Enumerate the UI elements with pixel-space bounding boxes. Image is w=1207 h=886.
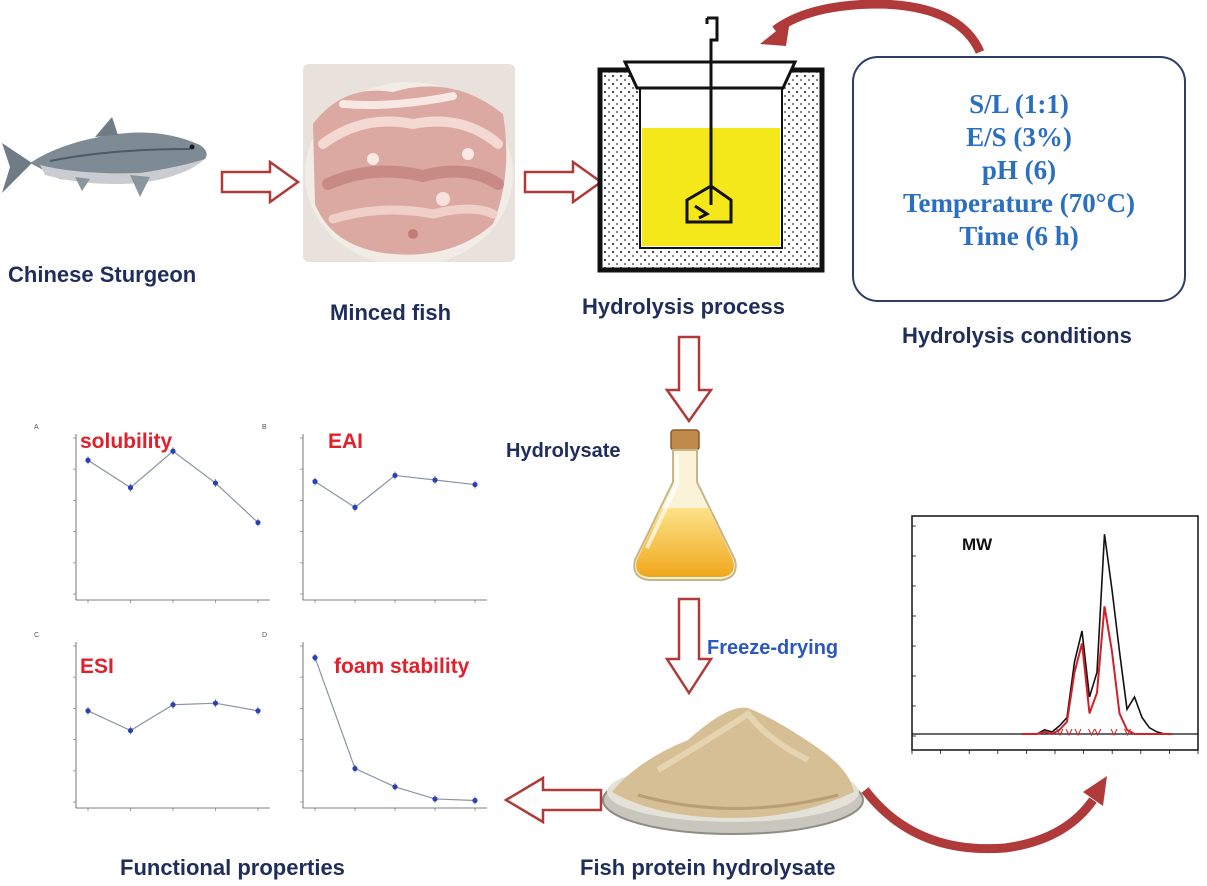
eai-data-point [472,481,478,488]
esi-data-point [170,702,176,708]
minced-fish-label: Minced fish [330,300,452,325]
flask-image [633,429,737,581]
left-arrow [503,775,603,825]
solubility-data-point [170,448,176,454]
esi-axes [75,642,270,809]
solubility-data-point [85,457,91,463]
solubility-data-point [127,485,134,491]
mw-series-1 [1022,606,1172,736]
foam-data-point [352,765,358,772]
eai-data-point [352,504,358,510]
eai-data-point [432,477,438,483]
down-arrow-2 [664,597,714,696]
mw-title: MW [962,535,993,554]
condition-time: Time (6 h) [959,221,1079,251]
foam-data-point [392,784,398,790]
panel-c-letter: C [34,632,40,639]
mw-peak-marker [1065,728,1073,737]
right-arrow-2 [523,160,603,204]
panel-d-letter: D [262,632,268,639]
esi-title: ESI [80,655,114,678]
mw-peak-marker [1088,728,1095,737]
esi-chart [73,642,270,811]
chinese-sturgeon-label: Chinese Sturgeon [8,262,197,287]
mw-series-0 [1022,534,1172,735]
mw-peak-marker [1094,728,1102,737]
sturgeon-image [2,117,207,197]
foam-data-point [432,796,438,802]
foam-series-line [314,657,476,802]
condition-temperature: Temperature (70°C) [902,188,1135,218]
solubility-data-point [255,519,261,526]
esi-data-point [127,727,134,734]
esi-data-point [212,700,219,706]
hydrolysate-label: Hydrolysate [506,440,621,462]
eai-data-point [392,472,398,479]
hydrolysis-conditions-box: S/L (1:1) E/S (3%) pH (6) Temperature (7… [852,56,1186,302]
esi-data-point [255,708,261,714]
eai-series-line [314,474,476,509]
hydrolysis-conditions-label: Hydrolysis conditions [902,323,1132,348]
esi-data-point [85,708,91,714]
mw-peak-marker [1124,728,1131,737]
solubility-chart [73,434,270,603]
functional-properties-label: Functional properties [120,855,345,880]
curved-arrow-conditions [760,0,985,54]
down-arrow-1 [664,335,714,424]
minced-fish-image [303,64,515,262]
condition-es: E/S (3%) [966,122,1072,152]
panel-a-letter: A [34,424,39,431]
mw-chart [911,515,1199,754]
hydrolysis-process-label: Hydrolysis process [582,294,785,319]
foam-stability-chart [300,642,487,811]
foam-data-point [472,797,478,804]
freeze-drying-label: Freeze-drying [707,637,839,659]
foam-stability-title: foam stability [334,655,470,678]
panel-b-letter: B [262,424,267,431]
solubility-title: solubility [80,430,173,453]
eai-data-point [312,478,318,485]
solubility-axes [75,434,270,601]
eai-title: EAI [328,430,364,453]
mw-frame [911,515,1199,751]
curved-arrow-mw [861,776,1107,854]
fish-protein-hydrolysate-label: Fish protein hydrolysate [580,855,836,880]
powder-dish-image [602,707,864,835]
mw-peak-marker [1110,728,1118,737]
right-arrow-1 [220,160,300,204]
mw-peak-marker [1056,728,1064,737]
eai-chart [300,434,487,603]
eai-axes [302,434,487,601]
foam-axes [302,642,487,809]
hydrolysis-reactor-image [597,16,825,273]
solubility-data-point [212,480,219,486]
mw-peak-marker [1074,728,1082,737]
condition-ph: pH (6) [981,155,1057,185]
condition-sl: S/L (1:1) [969,89,1069,119]
foam-data-point [312,655,318,661]
solubility-series-line [87,450,259,523]
